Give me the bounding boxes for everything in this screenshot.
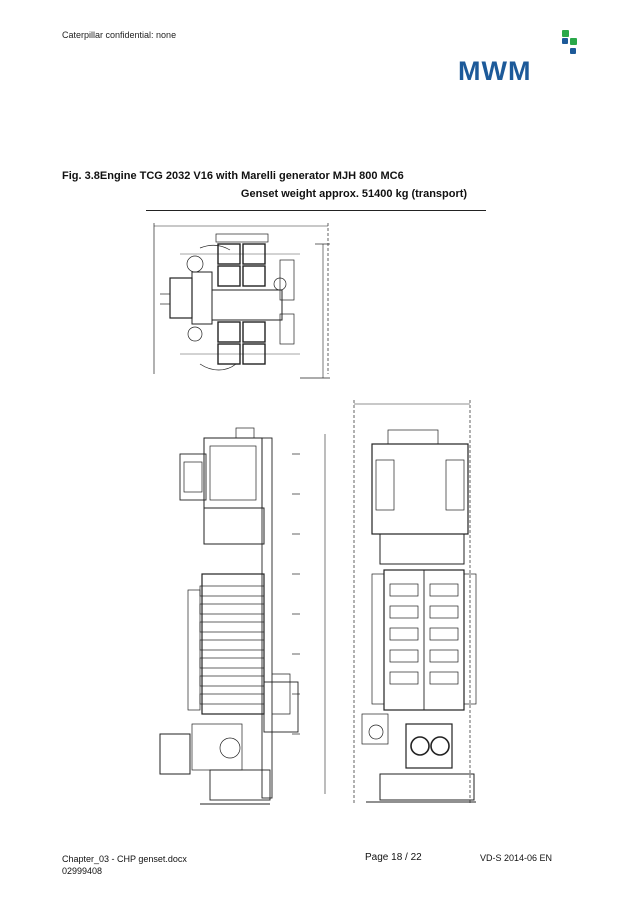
logo-square-blue-left xyxy=(562,38,568,44)
figure-title: Fig. 3.8Engine TCG 2032 V16 with Marelli… xyxy=(62,170,404,182)
logo-square-green-mid xyxy=(570,38,577,45)
drawing-rule xyxy=(146,210,486,211)
logo-square-green-top xyxy=(562,30,569,37)
footer-page-number: Page 18 / 22 xyxy=(365,852,422,863)
footer-document-name: Chapter_03 - CHP genset.docx xyxy=(62,854,187,864)
side-view xyxy=(159,427,326,805)
top-view xyxy=(153,223,330,379)
mwm-logo: MWM xyxy=(458,26,578,86)
footer-left: Chapter_03 - CHP genset.docx 02999408 xyxy=(62,853,187,877)
front-view xyxy=(353,400,477,804)
confidential-label: Caterpillar confidential: none xyxy=(62,30,177,40)
footer-version: VD-S 2014-06 EN xyxy=(480,853,553,863)
technical-drawing xyxy=(153,223,477,805)
figure-subtitle: Genset weight approx. 51400 kg (transpor… xyxy=(240,188,468,200)
footer-doc-number: 02999408 xyxy=(62,866,103,876)
logo-text: MWM xyxy=(458,56,532,86)
logo-square-blue-right xyxy=(570,48,576,54)
